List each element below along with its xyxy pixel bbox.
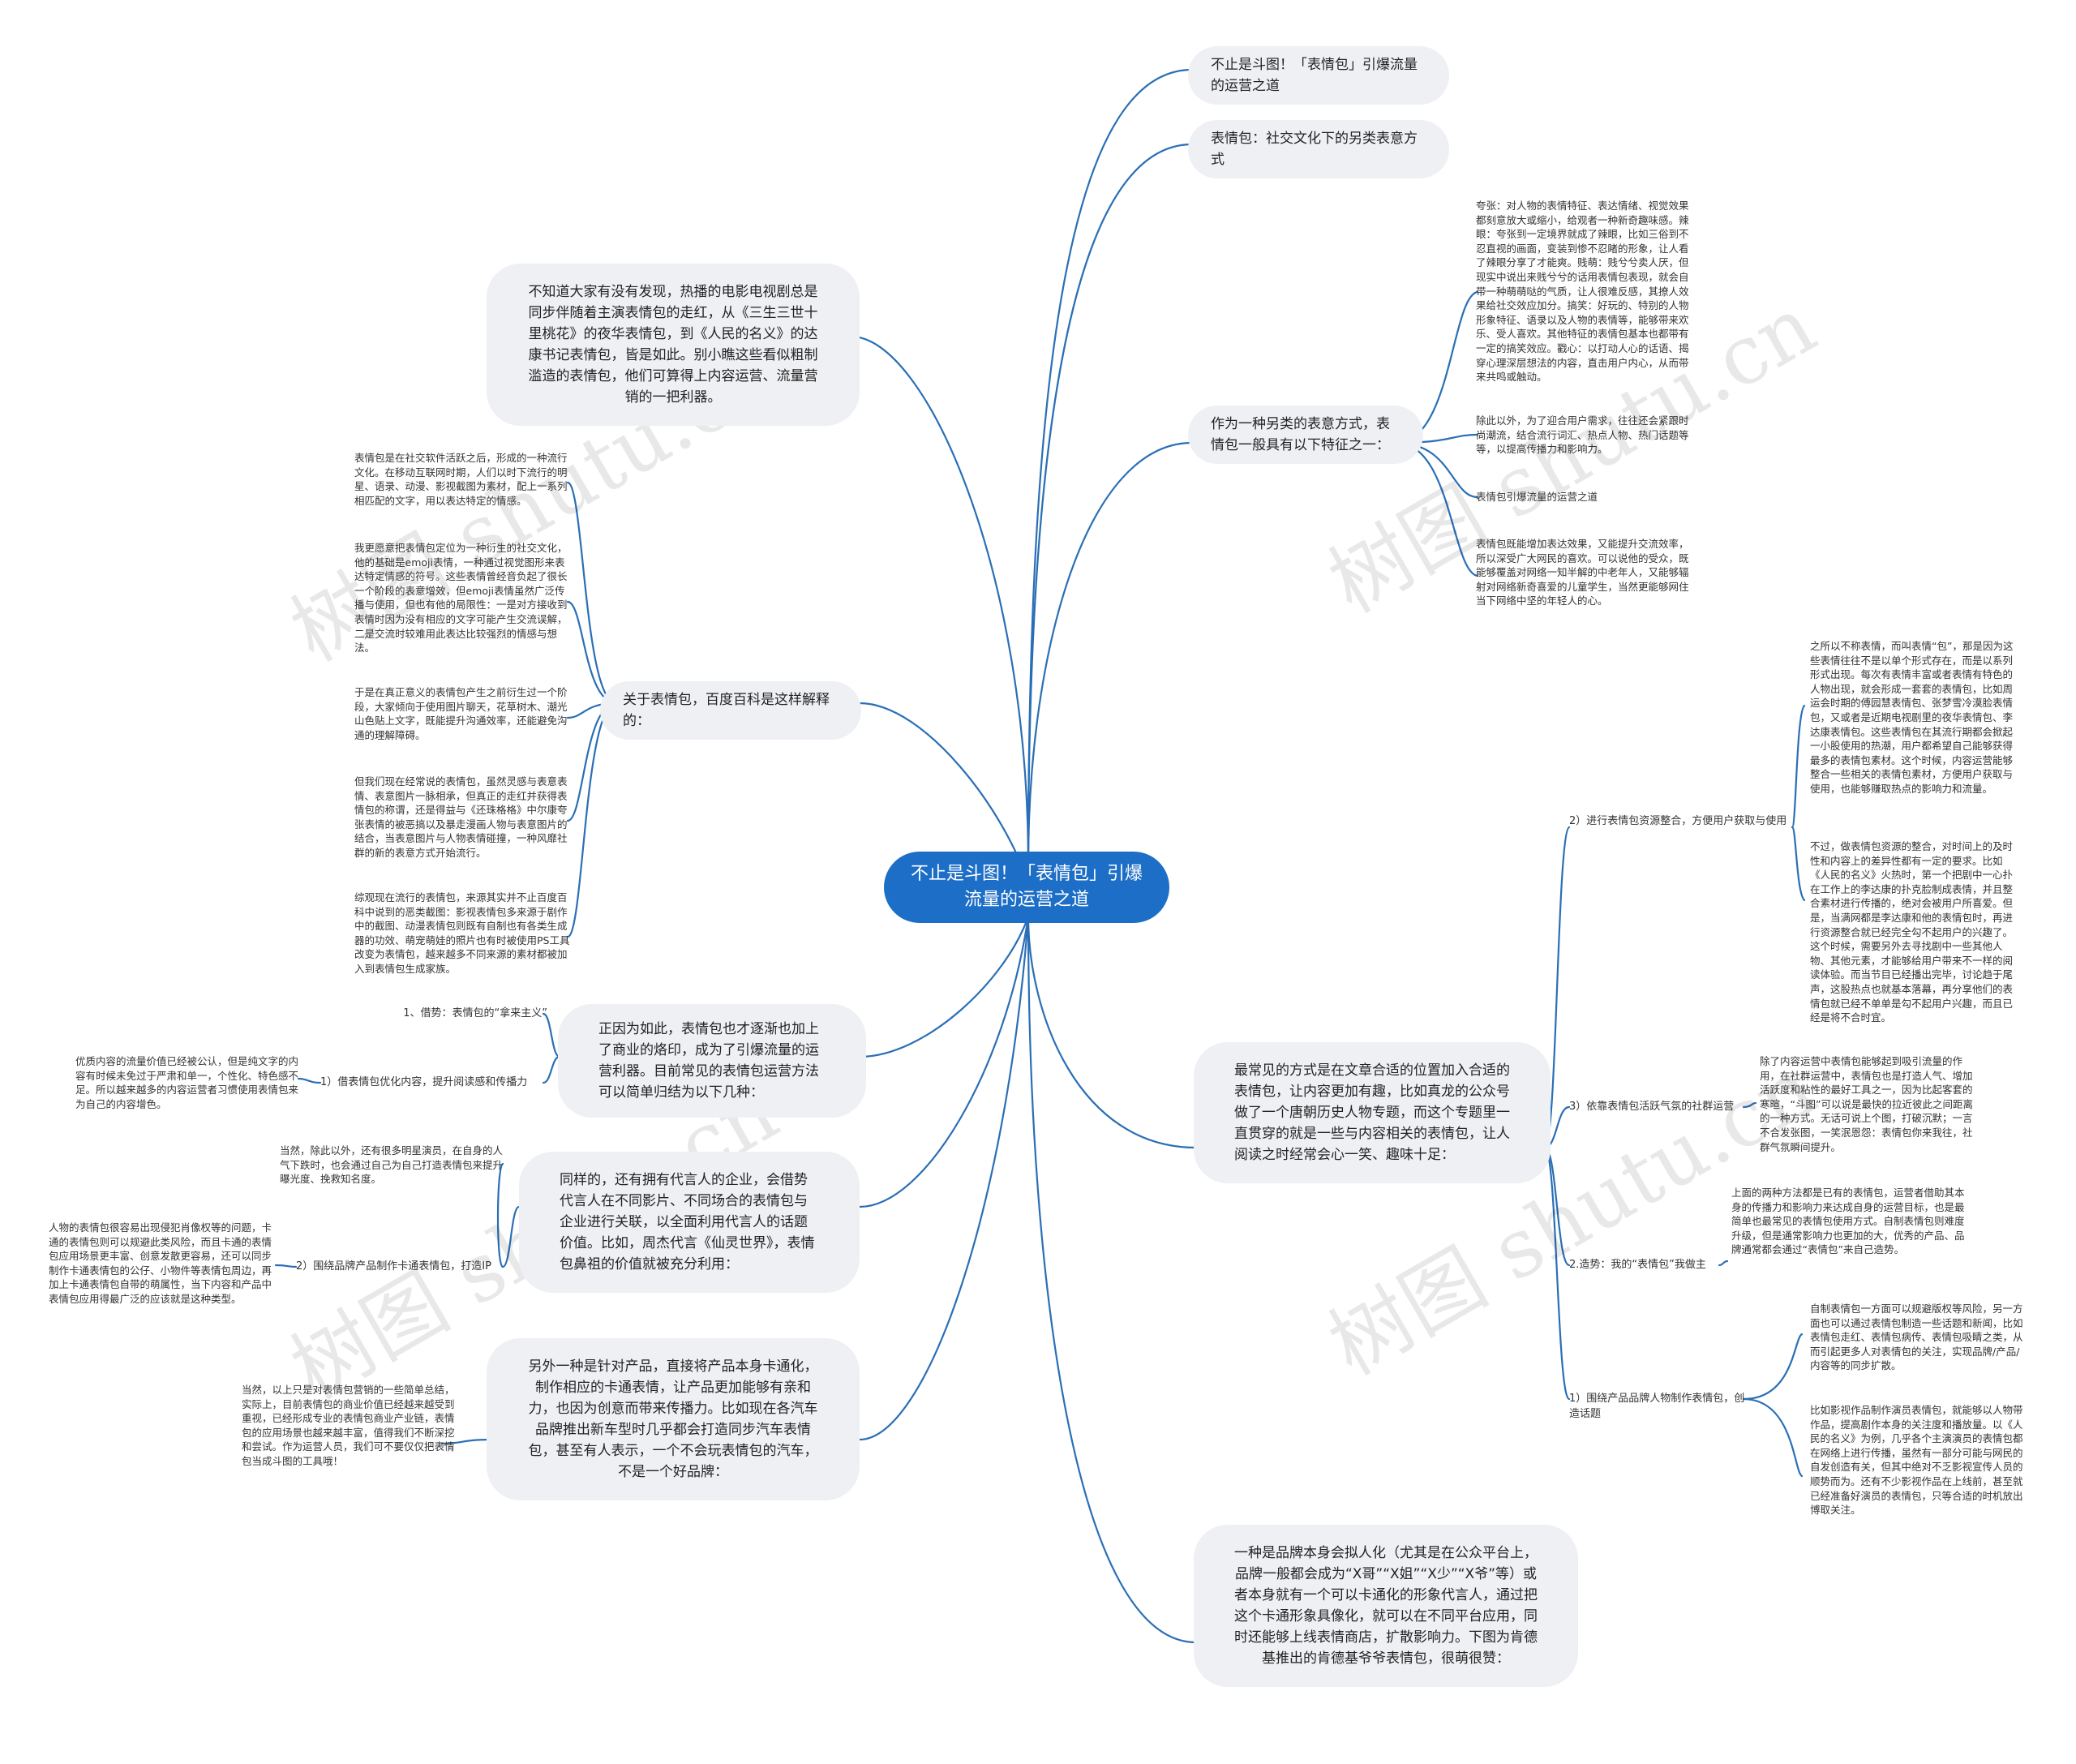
feature-leaf-1: 夸张：对人物的表情特征、表达情绪、视觉效果都刻意放大或缩小，给观者一种新奇趣味感…: [1476, 200, 1689, 384]
car-leaf: 当然，以上只是对表情包营销的一些简单总结，实际上，目前表情包的商业价值已经越来越…: [242, 1384, 455, 1467]
feature-leaf-4: 表情包既能增加表达效果，又能提升交流效率，所以深受广大网民的喜欢。可以说他的受众…: [1476, 538, 1689, 607]
branch-features[interactable]: 作为一种另类的表意方式，表情包一般具有以下特征之一：: [1188, 406, 1423, 464]
sub-brand-leaf-2: 比如影视作品制作演员表情包，就能够以人物带作品，提高剧作本身的关注度和播放量。以…: [1810, 1404, 2023, 1517]
branch-title-1[interactable]: 不止是斗图！「表情包」引爆流量的运营之道: [1188, 46, 1449, 105]
branch-common-method-text: 最常见的方式是在文章合适的位置加入合适的表情包，让内容更加有趣，比如真龙的公众号…: [1234, 1062, 1510, 1163]
method-ip-leaf-1: 当然，除此以外，还有很多明星演员，在自身的人气下跌时，也会通过自己为自己打造表情…: [280, 1144, 504, 1186]
branch-title-1-text: 不止是斗图！「表情包」引爆流量的运营之道: [1211, 57, 1418, 94]
method-borrow[interactable]: 1、借势：表情包的“拿来主义”: [403, 1007, 547, 1019]
sub-resource-leaf-2: 不过，做表情包资源的整合，对时间上的及时性和内容上的差异性都有一定的要求。比如《…: [1810, 840, 2014, 1024]
branch-intro[interactable]: 不知道大家有没有发现，热播的电影电视剧总是同步伴随着主演表情包的走红，从《三生三…: [487, 264, 860, 426]
sub-resource-leaf-1: 之所以不称表情，而叫表情“包”，那是因为这些表情往往不是以单个形式存在，而是以系…: [1810, 640, 2014, 795]
branch-spokesperson[interactable]: 同样的，还有拥有代言人的企业，会借势代言人在不同影片、不同场合的表情包与企业进行…: [519, 1152, 860, 1293]
sub-momentum-leaf: 上面的两种方法都是已有的表情包，运营者借助其本身的传播力和影响力来达成自身的运营…: [1731, 1187, 1965, 1256]
feature-leaf-2: 除此以外，为了迎合用户需求，往往还会紧跟时尚潮流，结合流行词汇、热点人物、热门话…: [1476, 414, 1689, 456]
sub-brand-character[interactable]: 1）围绕产品品牌人物制作表情包，创造话题: [1569, 1393, 1745, 1420]
feature-leaf-3: 表情包引爆流量的运营之道: [1476, 491, 1598, 503]
branch-common-method[interactable]: 最常见的方式是在文章合适的位置加入合适的表情包，让内容更加有趣，比如真龙的公众号…: [1194, 1042, 1551, 1183]
method-ip-leaf-2: 人物的表情包很容易出现侵犯肖像权等的问题，卡通的表情包则可以规避此类风险，而且卡…: [49, 1221, 272, 1305]
branch-title-2[interactable]: 表情包：社交文化下的另类表意方式: [1188, 120, 1449, 178]
method-optimize-leaf: 优质内容的流量价值已经被公认，但是纯文字的内容有时候未免过于严肃和单一，个性化、…: [75, 1055, 299, 1110]
branch-intro-text: 不知道大家有没有发现，热播的电影电视剧总是同步伴随着主演表情包的走红，从《三生三…: [528, 284, 818, 406]
baidu-leaf-3: 于是在真正意义的表情包产生之前衍生过一个阶段，大家倾向于使用图片聊天，花草树木、…: [354, 686, 568, 741]
branch-features-text: 作为一种另类的表意方式，表情包一般具有以下特征之一：: [1211, 416, 1390, 453]
branch-spokesperson-text: 同样的，还有拥有代言人的企业，会借势代言人在不同影片、不同场合的表情包与企业进行…: [560, 1172, 815, 1273]
branch-methods-text: 正因为如此，表情包也才逐渐也加上了商业的烙印，成为了引爆流量的运营利器。目前常见…: [598, 1021, 819, 1101]
branch-car-cartoon-text: 另外一种是针对产品，直接将产品本身卡通化，制作相应的卡通表情，让产品更加能够有亲…: [528, 1358, 818, 1480]
branch-methods[interactable]: 正因为如此，表情包也才逐渐也加上了商业的烙印，成为了引爆流量的运营利器。目前常见…: [558, 1004, 866, 1118]
sub-momentum[interactable]: 2.造势：我的“表情包”我做主: [1569, 1259, 1706, 1271]
sub-brand-leaf-1: 自制表情包一方面可以规避版权等风险，另一方面也可以通过表情包制造一些话题和新闻，…: [1810, 1303, 2023, 1372]
root-node[interactable]: 不止是斗图！「表情包」引爆流量的运营之道: [884, 852, 1169, 923]
sub-resource-integration[interactable]: 2）进行表情包资源整合，方便用户获取与使用: [1569, 815, 1787, 827]
branch-baidu[interactable]: 关于表情包，百度百科是这样解释的：: [600, 681, 861, 740]
baidu-leaf-5: 综观现在流行的表情包，来源其实并不止百度百科中说到的恶类截图：影视表情包多来源于…: [354, 891, 570, 975]
baidu-leaf-4: 但我们现在经常说的表情包，虽然灵感与表意表情、表意图片一脉相承，但真正的走红并获…: [354, 775, 568, 859]
branch-car-cartoon[interactable]: 另外一种是针对产品，直接将产品本身卡通化，制作相应的卡通表情，让产品更加能够有亲…: [487, 1338, 860, 1500]
branch-baidu-text: 关于表情包，百度百科是这样解释的：: [623, 692, 830, 729]
method-ip[interactable]: 2）围绕品牌产品制作卡通表情包，打造IP: [296, 1260, 491, 1273]
baidu-leaf-2: 我更愿意把表情包定位为一种衍生的社交文化，他的基础是emoji表情，一种通过视觉…: [354, 542, 568, 655]
sub-community[interactable]: 3）依靠表情包活跃气氛的社群运营: [1569, 1101, 1735, 1113]
method-optimize-content[interactable]: 1）借表情包优化内容，提升阅读感和传播力: [320, 1076, 528, 1088]
branch-title-2-text: 表情包：社交文化下的另类表意方式: [1211, 131, 1418, 168]
branch-brand-persona-text: 一种是品牌本身会拟人化（尤其是在公众平台上，品牌一般都会成为“X哥”“X姐”“X…: [1234, 1545, 1538, 1667]
baidu-leaf-1: 表情包是在社交软件活跃之后，形成的一种流行文化。在移动互联网时期，人们以时下流行…: [354, 452, 568, 507]
branch-brand-persona[interactable]: 一种是品牌本身会拟人化（尤其是在公众平台上，品牌一般都会成为“X哥”“X姐”“X…: [1194, 1525, 1578, 1687]
sub-community-leaf: 除了内容运营中表情包能够起到吸引流量的作用，在社群运营中，表情包也是打造人气、增…: [1760, 1055, 1973, 1153]
root-title: 不止是斗图！「表情包」引爆流量的运营之道: [910, 864, 1143, 910]
